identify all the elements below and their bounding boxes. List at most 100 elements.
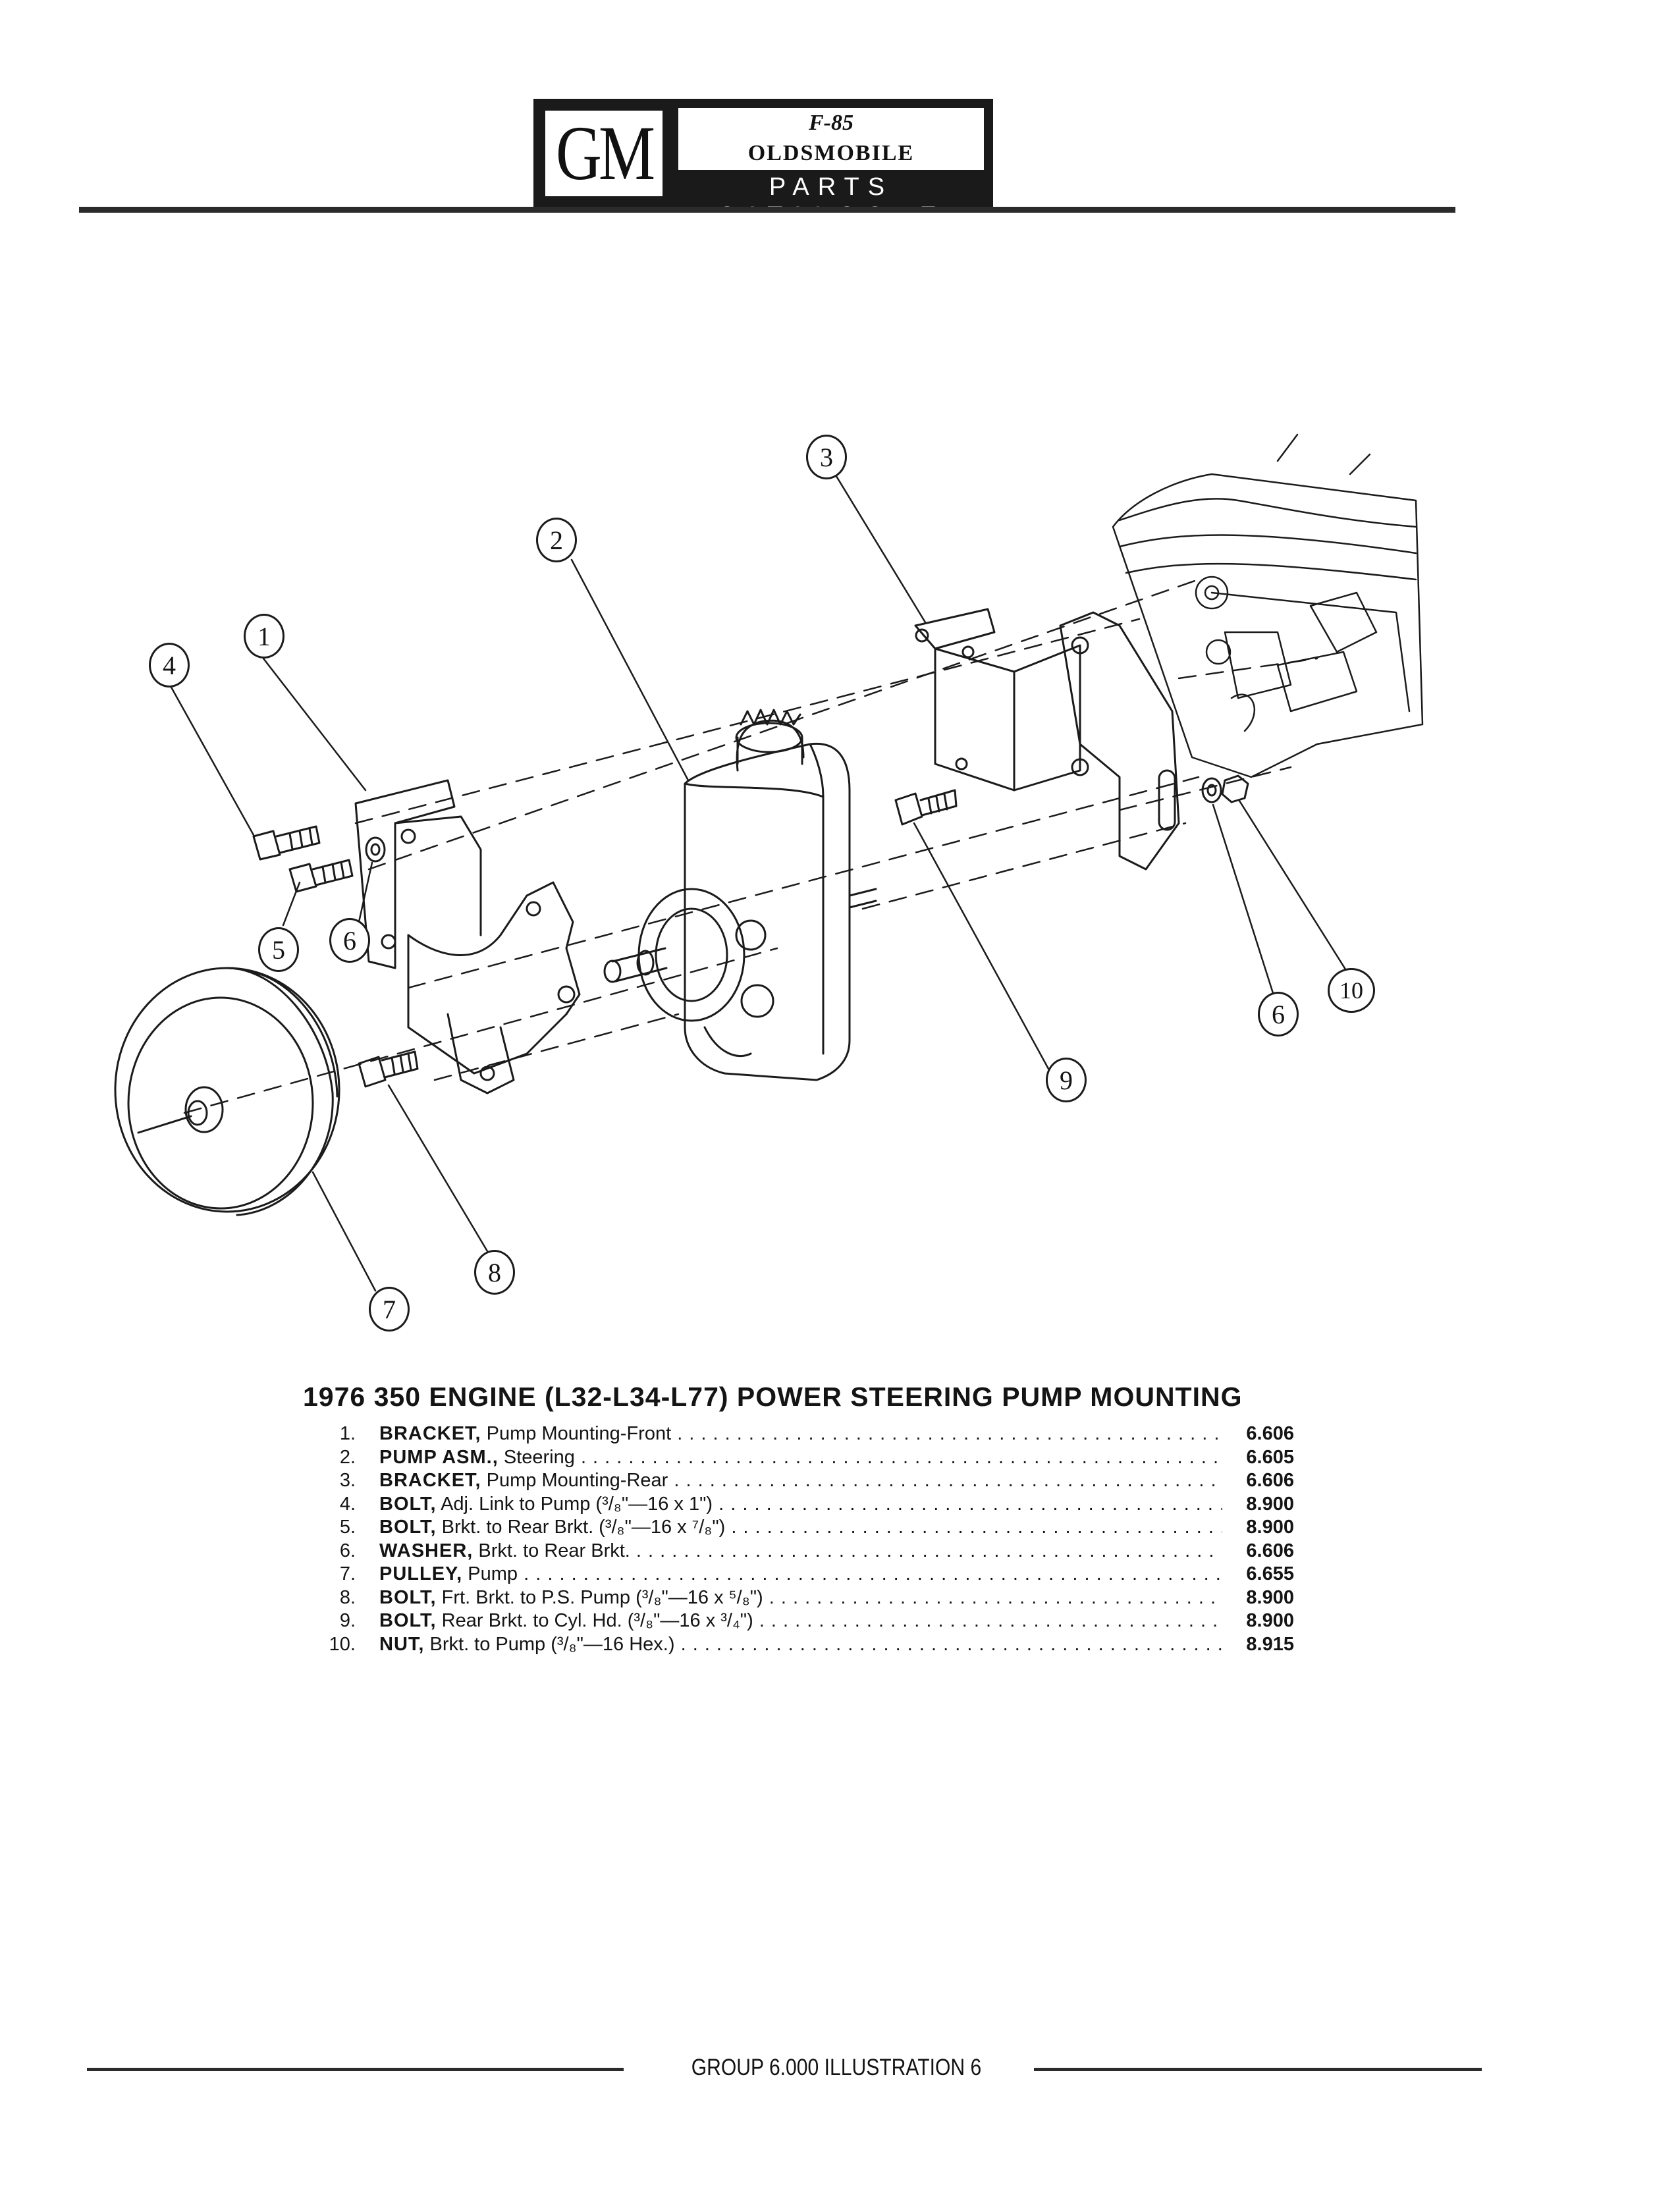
part-detail: Brkt. to Rear Brkt.: [473, 1540, 630, 1561]
part-number: 5.: [339, 1517, 356, 1538]
part-number: 3.: [339, 1470, 356, 1491]
part-description: BOLT, Brkt. to Rear Brkt. (³/₈"—16 x ⁷/₈…: [379, 1516, 1222, 1540]
callout-3-label: 3: [820, 442, 833, 472]
pump-assembly: [603, 709, 877, 1081]
engine-block: [1112, 433, 1424, 778]
part-name: BOLT,: [379, 1610, 437, 1631]
callout-3: 3: [806, 435, 847, 479]
group-number: 8.900: [1246, 1517, 1294, 1538]
part-detail: Pump Mounting-Front: [481, 1423, 672, 1444]
callout-7-label: 7: [383, 1294, 396, 1324]
part-row: 9. BOLT, Rear Brkt. to Cyl. Hd. (³/₈"—16 …: [310, 1609, 1297, 1633]
group-number: 8.900: [1246, 1610, 1294, 1631]
part-row: 2. PUMP ASM., Steering 6.605: [310, 1446, 1297, 1470]
group-number: 8.900: [1246, 1493, 1294, 1515]
callout-6-left-label: 6: [343, 925, 356, 956]
leader-lines: [169, 470, 1348, 1292]
part-row: 3. BRACKET, Pump Mounting-Rear 6.606: [310, 1469, 1297, 1493]
footer-rule-left: [87, 2068, 624, 2071]
part-row: 5. BOLT, Brkt. to Rear Brkt. (³/₈"—16 x ⁷…: [310, 1516, 1297, 1540]
part-name: BOLT,: [379, 1517, 437, 1538]
part-detail: Pump Mounting-Rear: [481, 1470, 668, 1491]
callout-8: 8: [474, 1250, 515, 1295]
parts-list-title: 1976 350 ENGINE (L32-L34-L77) POWER STEE…: [303, 1382, 1243, 1412]
part-number: 4.: [339, 1493, 356, 1515]
part-number: 2.: [339, 1446, 356, 1468]
callout-6-left: 6: [329, 918, 370, 963]
part-detail: Steering: [498, 1446, 575, 1468]
bolt-8: [358, 1050, 419, 1088]
part-name: PULLEY,: [379, 1563, 463, 1584]
bolt-9: [894, 789, 958, 826]
part-name: WASHER,: [379, 1540, 474, 1561]
callout-9: 9: [1046, 1058, 1087, 1102]
group-number: 6.605: [1246, 1446, 1294, 1468]
part-detail: Frt. Brkt. to P.S. Pump (³/₈"—16 x ⁵/₈"): [436, 1586, 763, 1608]
part-description: PUMP ASM., Steering: [379, 1446, 1222, 1470]
part-description: BOLT, Frt. Brkt. to P.S. Pump (³/₈"—16 x…: [379, 1586, 1222, 1610]
parts-list: 1. BRACKET, Pump Mounting-Front 6.606 2. PU…: [310, 1422, 1297, 1656]
gm-logo-box: GM: [543, 108, 665, 199]
footer-caption: GROUP 6.000 ILLUSTRATION 6: [691, 2055, 982, 2080]
part-number: 7.: [339, 1563, 356, 1584]
callout-4-label: 4: [163, 650, 176, 680]
group-number: 6.606: [1246, 1423, 1294, 1444]
callout-10: 10: [1328, 968, 1375, 1013]
part-description: NUT, Brkt. to Pump (³/₈"—16 Hex.): [379, 1633, 1222, 1657]
part-name: BRACKET,: [379, 1470, 481, 1491]
bolts-left: [252, 825, 386, 893]
callout-5: 5: [258, 927, 299, 972]
part-number: 9.: [339, 1610, 356, 1631]
part-number: 1.: [339, 1423, 356, 1444]
callout-2-label: 2: [550, 525, 563, 555]
part-number: 10.: [329, 1633, 356, 1655]
part-number: 8.: [339, 1586, 356, 1608]
callout-10-label: 10: [1340, 977, 1363, 1004]
callout-7: 7: [369, 1287, 410, 1332]
alignment-lines: [183, 578, 1318, 1114]
callout-8-label: 8: [488, 1257, 501, 1287]
part-name: BOLT,: [379, 1493, 437, 1515]
part-description: BRACKET, Pump Mounting-Rear: [379, 1469, 1222, 1493]
gm-logo-text: GM: [555, 110, 655, 196]
part-row: 1. BRACKET, Pump Mounting-Front 6.606: [310, 1422, 1297, 1446]
part-name: PUMP ASM.,: [379, 1446, 499, 1468]
callout-2: 2: [536, 518, 577, 562]
callout-6-right: 6: [1258, 992, 1299, 1037]
oldsmobile-badge: F-85 OLDSMOBILE: [678, 108, 984, 170]
callout-6-right-label: 6: [1272, 999, 1285, 1029]
footer-rule-right: [1034, 2068, 1482, 2071]
part-name: BRACKET,: [379, 1423, 481, 1444]
pulley: [114, 967, 340, 1216]
part-number: 6.: [339, 1540, 356, 1561]
callout-5-label: 5: [272, 934, 285, 965]
part-detail: Brkt. to Pump (³/₈"—16 Hex.): [424, 1633, 675, 1655]
group-number: 8.915: [1246, 1633, 1294, 1655]
oldsmobile-label: OLDSMOBILE: [747, 141, 915, 165]
part-row: 7. PULLEY, Pump 6.655: [310, 1563, 1297, 1586]
part-detail: Pump: [462, 1563, 518, 1584]
front-bracket: [354, 779, 581, 1094]
callout-4: 4: [149, 643, 190, 688]
header-rule: [79, 207, 1455, 213]
part-detail: Brkt. to Rear Brkt. (³/₈"—16 x ⁷/₈"): [436, 1517, 726, 1538]
part-description: BOLT, Adj. Link to Pump (³/₈"—16 x 1"): [379, 1493, 1222, 1517]
part-name: BOLT,: [379, 1586, 437, 1608]
part-description: BOLT, Rear Brkt. to Cyl. Hd. (³/₈"—16 x …: [379, 1609, 1222, 1633]
callout-1-label: 1: [257, 621, 271, 651]
callout-9-label: 9: [1060, 1065, 1073, 1095]
part-row: 10. NUT, Brkt. to Pump (³/₈"—16 Hex.) 8.91…: [310, 1633, 1297, 1657]
group-number: 6.655: [1246, 1563, 1294, 1584]
f85-script: F-85: [809, 111, 853, 135]
part-row: 6. WASHER, Brkt. to Rear Brkt. 6.606: [310, 1540, 1297, 1563]
group-number: 8.900: [1246, 1586, 1294, 1608]
part-description: WASHER, Brkt. to Rear Brkt.: [379, 1540, 1222, 1563]
part-description: BRACKET, Pump Mounting-Front: [379, 1422, 1222, 1446]
washer-nut-right: [1201, 774, 1249, 803]
group-number: 6.606: [1246, 1540, 1294, 1561]
part-row: 8. BOLT, Frt. Brkt. to P.S. Pump (³/₈"—16…: [310, 1586, 1297, 1610]
part-detail: Rear Brkt. to Cyl. Hd. (³/₈"—16 x ³/₄"): [436, 1610, 753, 1631]
group-number: 6.606: [1246, 1470, 1294, 1491]
callout-1: 1: [244, 614, 284, 659]
